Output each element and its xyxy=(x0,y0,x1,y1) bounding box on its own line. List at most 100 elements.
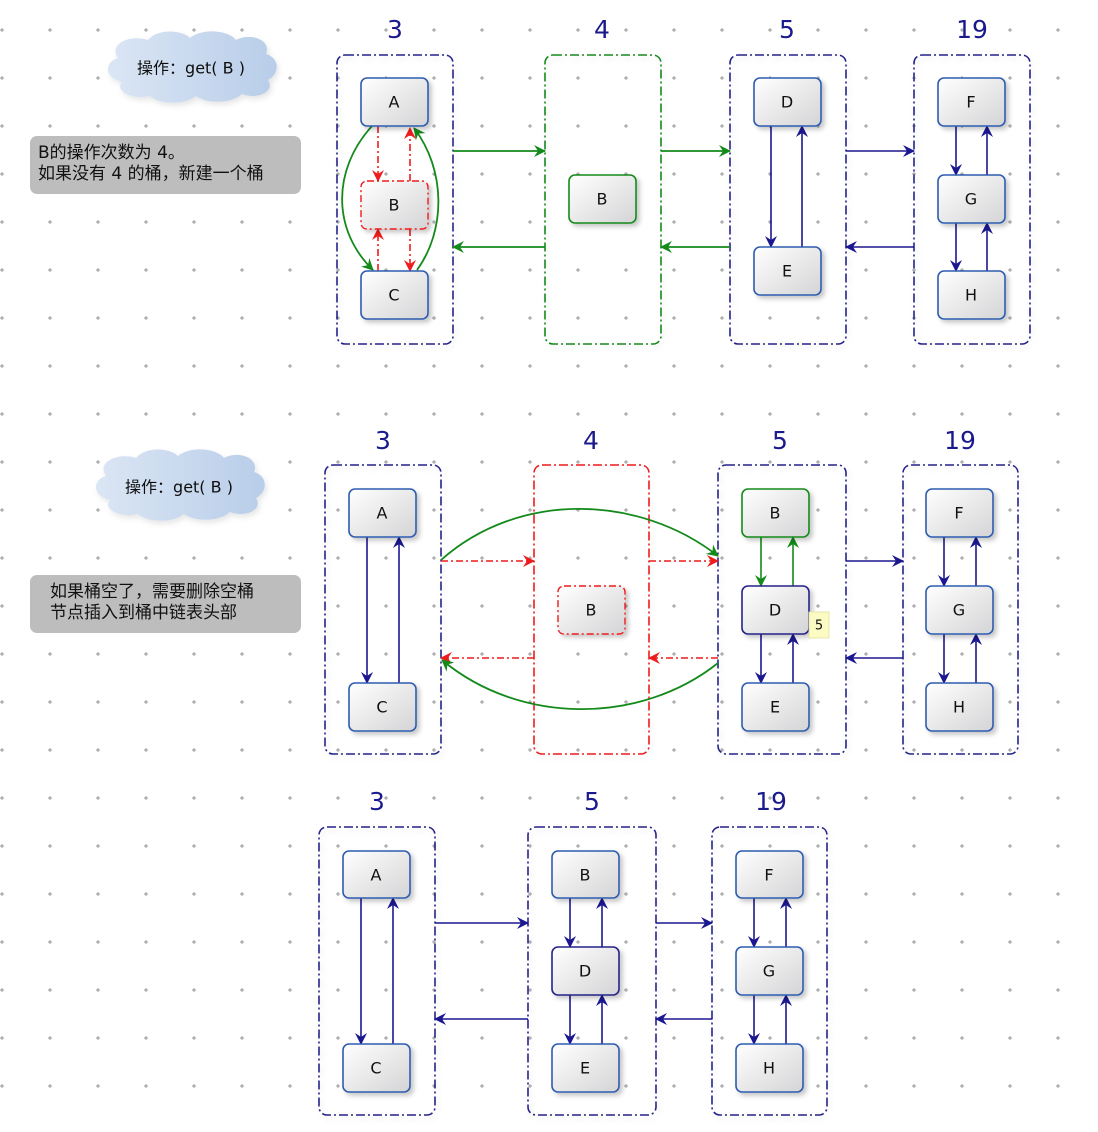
bucket-label: 19 xyxy=(944,426,976,455)
grid-dot xyxy=(624,76,628,80)
bucket-5[interactable] xyxy=(717,464,847,755)
node-A[interactable]: A xyxy=(342,850,411,899)
grid-dot xyxy=(336,1084,340,1088)
node-G[interactable]: G xyxy=(735,946,804,996)
grid-dot xyxy=(432,124,436,128)
svg-text:A: A xyxy=(371,866,382,885)
node-H[interactable]: H xyxy=(925,682,994,732)
cloud-operation: 操作：get( B ) xyxy=(107,31,277,103)
svg-text:F: F xyxy=(954,504,963,523)
grid-dot xyxy=(624,1036,628,1040)
node-D[interactable]: D xyxy=(753,77,822,127)
grid-dot xyxy=(624,988,628,992)
grid-dot xyxy=(912,940,916,944)
grid-dot xyxy=(768,748,772,752)
grid-dot xyxy=(288,28,292,32)
grid-dot xyxy=(432,460,436,464)
node-D[interactable]: D xyxy=(551,946,620,996)
bucket-3[interactable] xyxy=(318,826,436,1116)
bucket-5[interactable] xyxy=(527,826,657,1116)
grid-dot xyxy=(576,700,580,704)
grid-dot xyxy=(384,796,388,800)
bucket-19[interactable] xyxy=(913,54,1031,345)
node-F[interactable]: F xyxy=(937,77,1006,127)
grid-dot xyxy=(1008,1084,1012,1088)
grid-dot xyxy=(192,220,196,224)
bucket-3[interactable] xyxy=(336,54,454,345)
bucket-4-removed[interactable] xyxy=(533,464,650,755)
grid-dot xyxy=(912,892,916,896)
grid-dot xyxy=(768,652,772,656)
grid-dot xyxy=(672,988,676,992)
grid-dot xyxy=(0,124,4,128)
grid-dot xyxy=(672,748,676,752)
grid-dot xyxy=(0,412,4,416)
node-A[interactable]: A xyxy=(360,77,429,127)
node-C[interactable]: C xyxy=(360,270,429,320)
grid-dot xyxy=(288,652,292,656)
grid-dot xyxy=(240,1084,244,1088)
grid-dot xyxy=(864,76,868,80)
node-E[interactable]: E xyxy=(753,246,822,296)
grid-dot xyxy=(336,892,340,896)
grid-dot xyxy=(912,28,916,32)
grid-dot xyxy=(96,28,100,32)
note-line: 如果没有 4 的桶，新建一个桶 xyxy=(38,164,264,184)
node-B-old[interactable]: B xyxy=(360,180,429,230)
node-E[interactable]: E xyxy=(551,1043,620,1093)
node-D[interactable]: D xyxy=(741,585,810,635)
bucket-5[interactable] xyxy=(729,54,847,345)
bucket-label: 3 xyxy=(375,426,391,455)
bucket-label: 19 xyxy=(755,787,787,816)
node-B-removed[interactable]: B xyxy=(557,585,626,635)
node-B[interactable]: B xyxy=(551,850,620,899)
node-G[interactable]: G xyxy=(937,174,1006,224)
node-B-new[interactable]: B xyxy=(568,174,637,224)
grid-dot xyxy=(96,556,100,560)
grid-dot xyxy=(1056,412,1060,416)
grid-dot xyxy=(528,220,532,224)
node-B-inserted[interactable]: B xyxy=(741,488,810,538)
bucket-3[interactable] xyxy=(324,464,442,755)
node-C[interactable]: C xyxy=(342,1043,411,1093)
grid-dot xyxy=(96,460,100,464)
node-A[interactable]: A xyxy=(348,488,417,538)
bucket-19[interactable] xyxy=(902,464,1019,755)
grid-dot xyxy=(864,748,868,752)
cloud-text: 操作：get( B ) xyxy=(137,59,245,78)
grid-dot xyxy=(528,268,532,272)
grid-dot xyxy=(576,940,580,944)
grid-dot xyxy=(384,556,388,560)
grid-dot xyxy=(528,1084,532,1088)
node-H[interactable]: H xyxy=(735,1043,804,1093)
grid-dot xyxy=(0,988,4,992)
node-E[interactable]: E xyxy=(741,682,810,732)
grid-dot xyxy=(96,652,100,656)
grid-dot xyxy=(48,892,52,896)
node-F[interactable]: F xyxy=(735,850,804,899)
bucket-19[interactable] xyxy=(711,826,828,1116)
grid-dot xyxy=(96,76,100,80)
grid-dot xyxy=(672,364,676,368)
grid-dot xyxy=(480,268,484,272)
svg-text:B: B xyxy=(586,601,597,620)
grid-dot xyxy=(384,652,388,656)
grid-dot xyxy=(1008,652,1012,656)
node-G[interactable]: G xyxy=(925,585,994,635)
node-F[interactable]: F xyxy=(925,488,994,538)
grid-dot xyxy=(144,844,148,848)
grid-dot xyxy=(624,748,628,752)
grid-dot xyxy=(960,1036,964,1040)
grid-dot xyxy=(528,28,532,32)
grid-dot xyxy=(480,124,484,128)
grid-dot xyxy=(48,508,52,512)
node-C[interactable]: C xyxy=(348,682,417,732)
grid-dot xyxy=(1056,268,1060,272)
bucket-4-new[interactable] xyxy=(544,54,662,345)
grid-dot xyxy=(768,844,772,848)
grid-dot xyxy=(912,988,916,992)
cloud-text: 操作：get( B ) xyxy=(125,478,233,497)
grid-dot xyxy=(48,220,52,224)
node-H[interactable]: H xyxy=(937,270,1006,320)
